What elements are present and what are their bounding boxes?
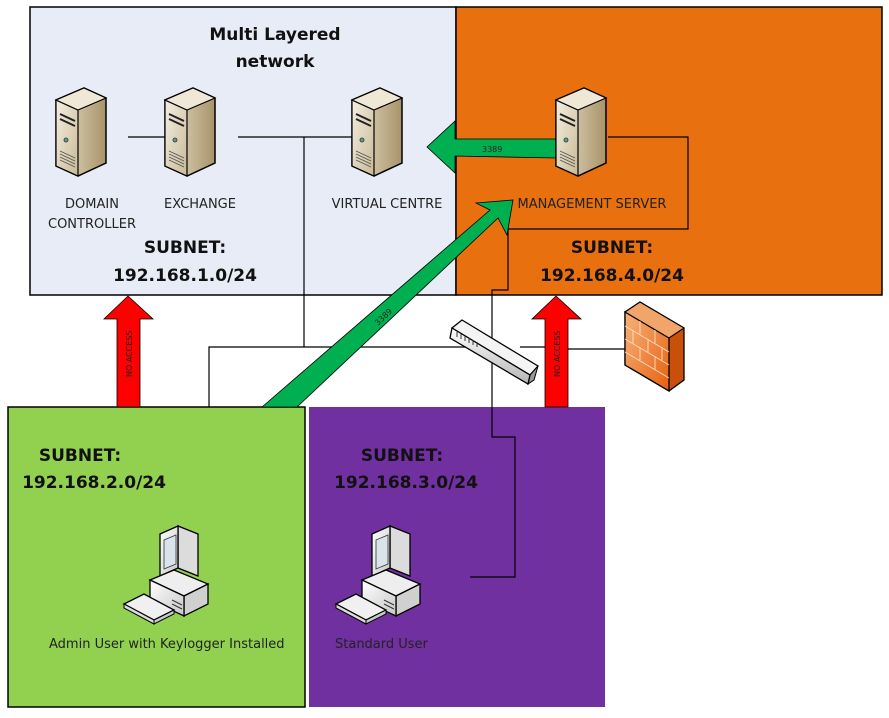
subnet-3-address: 192.168.3.0/24 xyxy=(334,473,478,493)
domain-controller-label-line1: DOMAIN xyxy=(65,197,119,212)
switch-icon[interactable] xyxy=(449,319,540,386)
subnet-1-address: 192.168.1.0/24 xyxy=(113,266,257,286)
firewall-icon[interactable] xyxy=(623,301,686,393)
subnet-3-heading: SUBNET: xyxy=(361,446,443,466)
domain-controller-server-icon[interactable] xyxy=(55,87,107,177)
standard-user-label: Standard User xyxy=(335,637,429,652)
virtual-centre-label: VIRTUAL CENTRE xyxy=(332,197,443,212)
virtual-centre-server-icon[interactable] xyxy=(351,87,403,177)
subnet-1-heading: SUBNET: xyxy=(144,238,226,258)
no-access-label-left: NO ACCESS xyxy=(125,330,134,377)
arrow-label-3389-top: 3389 xyxy=(482,145,502,154)
arrow-admin-blocked: NO ACCESS xyxy=(103,295,155,408)
subnet-4-heading: SUBNET: xyxy=(571,238,653,258)
management-server-icon[interactable] xyxy=(555,87,607,177)
management-server-label: MANAGEMENT SERVER xyxy=(518,197,667,212)
subnet-2-heading: SUBNET: xyxy=(39,446,121,466)
domain-controller-label-line2: CONTROLLER xyxy=(48,217,136,232)
diagram-title-line2: network xyxy=(236,52,316,72)
arrow-mgmt-to-virtual-centre: 3389 xyxy=(426,120,557,174)
arrow-standard-blocked: NO ACCESS xyxy=(531,295,583,408)
exchange-server-icon[interactable] xyxy=(164,87,216,177)
exchange-label: EXCHANGE xyxy=(164,197,236,212)
zone-subnet-3 xyxy=(309,407,605,707)
subnet-4-address: 192.168.4.0/24 xyxy=(540,266,684,286)
subnet-2-address: 192.168.2.0/24 xyxy=(22,473,166,493)
network-links xyxy=(128,136,689,578)
zone-subnet-2 xyxy=(7,406,306,708)
no-access-label-right: NO ACCESS xyxy=(553,330,562,377)
arrow-admin-to-mgmt: 3389 xyxy=(260,199,514,408)
admin-user-label: Admin User with Keylogger Installed xyxy=(49,637,285,652)
diagram-title-line1: Multi Layered xyxy=(209,25,340,45)
